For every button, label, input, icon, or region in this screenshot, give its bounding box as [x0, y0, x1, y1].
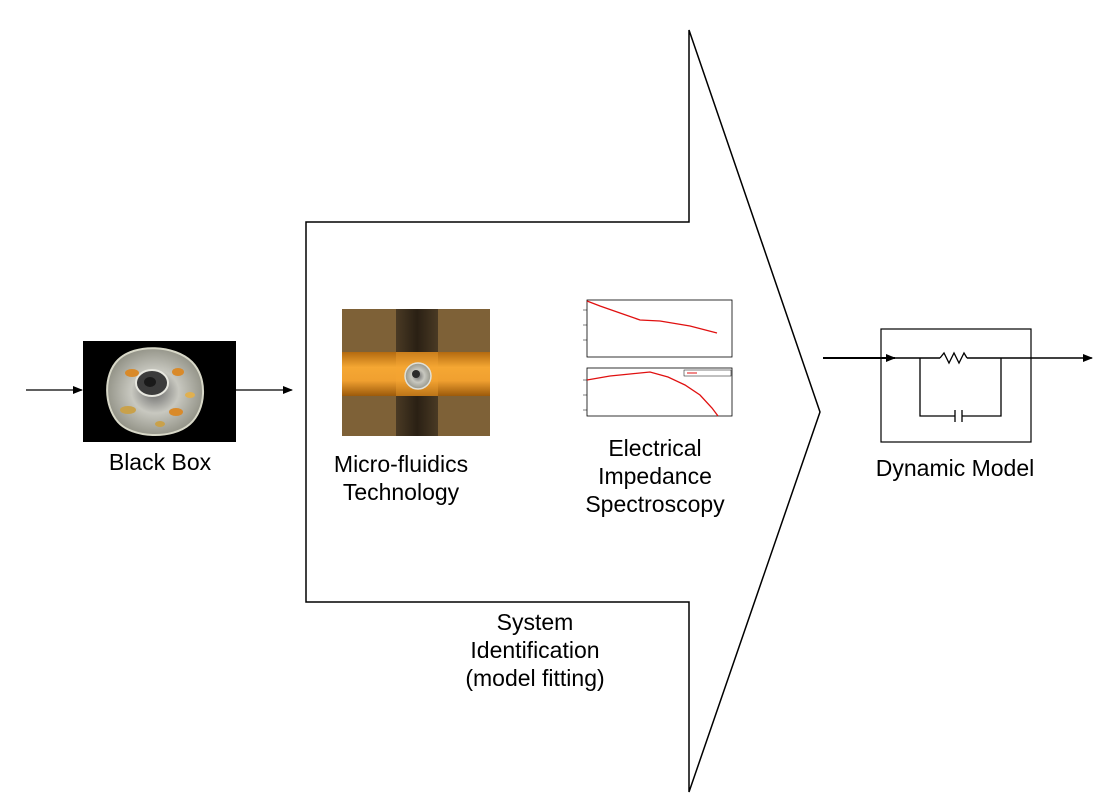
system-identification-label: System Identification (model fitting): [445, 608, 625, 692]
system-id-line3: (model fitting): [465, 665, 605, 691]
microfluidics-line1: Micro-fluidics: [333, 451, 469, 477]
system-identification-arrow: [305, 29, 821, 793]
microfluidics-label: Micro-fluidics Technology: [326, 450, 476, 506]
impedance-plot-bottom: [583, 367, 733, 417]
microfluidics-line2: Technology: [342, 479, 460, 505]
dynamic-model-text: Dynamic Model: [875, 455, 1035, 481]
impedance-line1: Electrical: [608, 435, 702, 461]
capacitor-symbol: [954, 410, 963, 422]
circuit-box: [880, 328, 1032, 443]
system-id-line2: Identification: [470, 637, 600, 663]
impedance-line3: Spectroscopy: [585, 491, 725, 517]
impedance-plot-top: [583, 299, 733, 358]
black-box-text: Black Box: [108, 449, 212, 475]
dynamic-model-label: Dynamic Model: [865, 454, 1045, 482]
dynamic-model-circuit: [823, 328, 1093, 443]
system-id-line1: System: [496, 609, 574, 635]
microfluidics-image: [342, 309, 490, 436]
black-box-image: [83, 341, 236, 442]
black-box-label: Black Box: [98, 448, 222, 476]
resistor-symbol: [939, 351, 968, 365]
impedance-label: Electrical Impedance Spectroscopy: [575, 434, 735, 518]
impedance-line2: Impedance: [598, 463, 712, 489]
